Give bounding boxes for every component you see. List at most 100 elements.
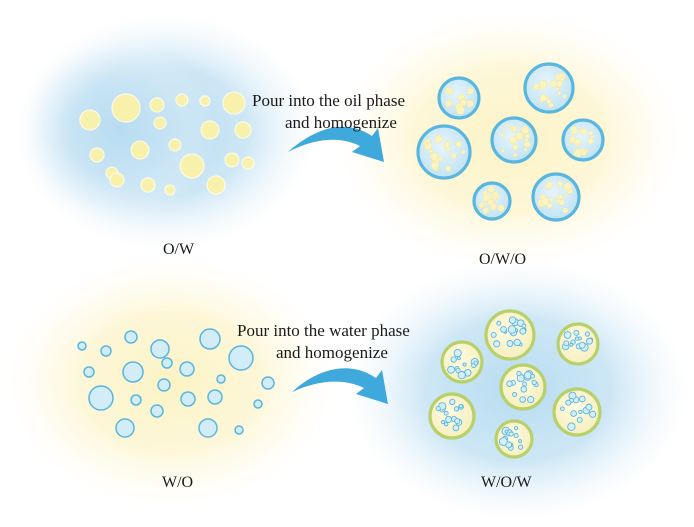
inner-oil-droplet <box>559 77 565 82</box>
inner-oil-droplet <box>556 86 560 91</box>
inner-oil-droplet <box>429 149 434 154</box>
inner-water-droplet <box>584 331 590 337</box>
oil-droplet <box>222 91 246 115</box>
inner-water-droplet <box>504 429 509 434</box>
oil-droplet <box>153 116 167 130</box>
inner-oil-droplet <box>539 80 548 89</box>
inner-oil-droplet <box>545 181 553 189</box>
inner-water-droplet <box>586 337 593 345</box>
inner-water-droplet <box>527 396 535 404</box>
oil-droplet <box>149 97 165 113</box>
inner-oil-droplet <box>513 152 518 158</box>
inner-water-droplet <box>569 342 574 347</box>
inner-oil-droplet <box>562 207 569 214</box>
water-droplet <box>150 339 170 359</box>
ow-water-background <box>15 14 315 250</box>
oil-droplet <box>241 156 255 170</box>
inner-water-droplet <box>453 349 462 358</box>
inner-water-droplet <box>522 381 528 387</box>
inner-oil-droplet <box>483 202 488 207</box>
inner-water-droplet <box>578 409 583 415</box>
water-droplet <box>150 404 164 418</box>
inner-oil-droplet <box>502 126 506 130</box>
oil-droplet <box>206 175 226 195</box>
inner-oil-droplet <box>556 198 561 204</box>
inner-water-droplet <box>513 433 519 439</box>
inner-water-droplet <box>496 320 502 326</box>
inner-oil-droplet <box>524 133 531 139</box>
inner-water-droplet <box>512 392 518 398</box>
inner-oil-droplet <box>590 134 595 139</box>
inner-oil-droplet <box>506 124 510 128</box>
inner-water-droplet <box>576 416 583 423</box>
oil-droplet <box>199 95 211 107</box>
inner-water-droplet <box>519 327 527 335</box>
inner-oil-droplet <box>430 161 439 170</box>
water-droplets <box>77 328 275 438</box>
inner-oil-droplet <box>430 152 439 161</box>
inner-oil-droplet <box>523 141 531 148</box>
inner-water-droplet <box>449 398 456 405</box>
oil-droplet <box>89 147 105 163</box>
inner-oil-droplet <box>437 156 443 162</box>
inner-water-droplet <box>513 338 521 347</box>
inner-water-droplet <box>560 406 565 412</box>
inner-water-droplet <box>514 426 519 431</box>
inner-oil-droplet <box>549 80 558 88</box>
inner-oil-droplet <box>587 138 594 145</box>
oil-droplet <box>111 93 141 123</box>
inner-oil-droplet <box>570 126 579 135</box>
inner-oil-droplet <box>546 99 552 105</box>
water-droplet <box>122 361 144 383</box>
inner-water-droplet <box>444 422 449 427</box>
oil-globules-in-water <box>428 309 602 459</box>
water-droplet <box>88 385 114 411</box>
oil-droplet <box>140 177 156 193</box>
inner-water-droplet <box>578 395 586 403</box>
inner-oil-droplet <box>497 204 505 212</box>
water-droplet <box>228 345 254 371</box>
water-droplet <box>179 361 195 377</box>
process-instruction-line2: and homogenize <box>276 343 388 362</box>
inner-water-droplet <box>530 373 535 379</box>
inner-water-droplet <box>457 371 466 380</box>
inner-water-droplet <box>567 422 576 431</box>
inner-oil-droplet <box>579 128 587 136</box>
inner-water-droplet <box>500 326 507 333</box>
inner-oil-droplet <box>455 141 462 148</box>
inner-water-droplet <box>453 406 460 412</box>
process-instruction-line1: Pour into the oil phase <box>252 91 405 110</box>
process-instruction-line1: Pour into the water phase <box>237 321 410 340</box>
inner-oil-droplet <box>549 197 554 202</box>
water-droplet <box>161 357 173 369</box>
water-droplet <box>77 341 87 351</box>
inner-water-droplet <box>507 325 517 334</box>
inner-oil-droplet <box>520 125 530 135</box>
inner-water-droplet <box>508 316 517 324</box>
inner-oil-droplet <box>573 148 582 158</box>
water-droplet <box>100 345 112 357</box>
inner-water-droplet <box>443 410 449 416</box>
result-emulsion-label: W/O/W <box>481 474 533 491</box>
inner-water-droplet <box>573 329 580 336</box>
inner-water-droplet <box>589 410 597 418</box>
inner-oil-droplet <box>456 106 465 115</box>
oil-droplets <box>79 91 255 196</box>
inner-oil-droplet <box>487 198 494 206</box>
inner-oil-droplet <box>509 127 514 131</box>
result-emulsion-label: O/W/O <box>479 251 526 268</box>
inner-water-droplet <box>493 340 501 348</box>
inner-oil-droplet <box>574 138 581 146</box>
inner-water-droplet <box>578 341 586 349</box>
source-emulsion-label: W/O <box>162 474 193 491</box>
oil-droplet <box>164 184 176 196</box>
inner-water-droplet <box>473 360 479 366</box>
water-droplet <box>124 330 138 344</box>
inner-water-droplet <box>517 444 524 450</box>
inner-water-droplet <box>462 362 467 367</box>
inner-water-droplet <box>570 410 577 417</box>
water-droplet <box>198 418 218 438</box>
inner-water-droplet <box>452 424 460 432</box>
inner-oil-droplet <box>424 142 432 150</box>
inner-water-droplet <box>519 396 526 403</box>
